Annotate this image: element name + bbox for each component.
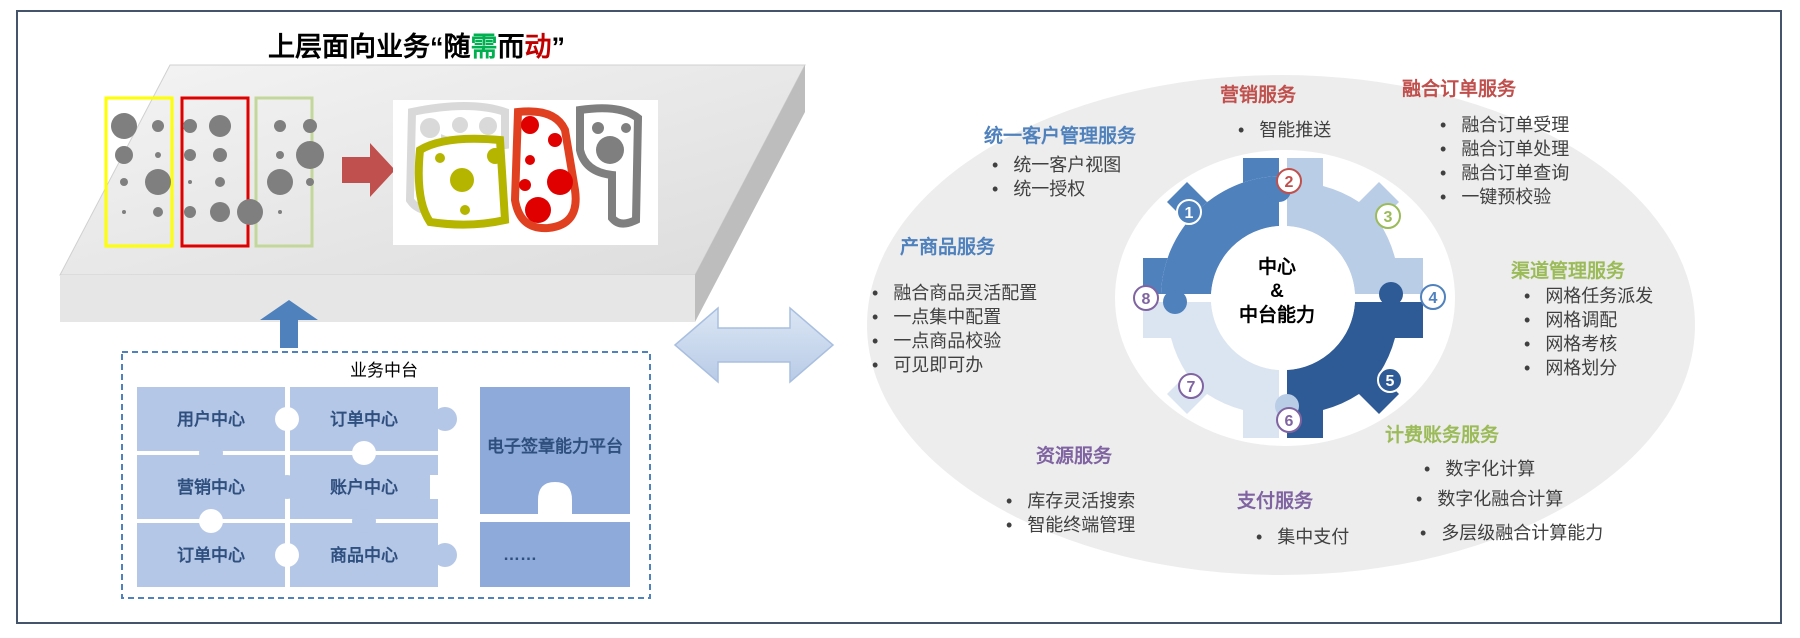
green-column xyxy=(254,96,314,248)
puzzle-more: …… xyxy=(503,545,537,564)
svg-text:• 一键预校验: • 一键预校验 xyxy=(1440,187,1551,207)
gear-number-5: 5 xyxy=(1386,373,1395,390)
yellow-column xyxy=(104,96,174,248)
svg-text:• 库存灵活搜索: • 库存灵活搜索 xyxy=(1006,491,1135,511)
gear-numbers: 1 2 3 4 5 6 7 8 xyxy=(1133,168,1446,433)
svg-text:• 融合订单查询: • 融合订单查询 xyxy=(1440,163,1569,183)
transform-arrow-icon xyxy=(342,143,395,197)
svg-text:• 融合商品灵活配置: • 融合商品灵活配置 xyxy=(872,283,1037,303)
svg-text:• 融合订单处理: • 融合订单处理 xyxy=(1440,139,1569,159)
service-resource: 资源服务 • 库存灵活搜索 • 智能终端管理 xyxy=(1006,444,1135,535)
gear-number-7: 7 xyxy=(1187,379,1196,396)
svg-text:• 多层级融合计算能力: • 多层级融合计算能力 xyxy=(1420,523,1603,543)
svg-text:统一客户管理服务: 统一客户管理服务 xyxy=(984,124,1137,147)
svg-text:• 融合订单受理: • 融合订单受理 xyxy=(1440,115,1569,135)
gear-number-6: 6 xyxy=(1285,413,1294,430)
svg-text:• 可见即可办: • 可见即可办 xyxy=(872,355,983,375)
svg-text:• 网格任务派发: • 网格任务派发 xyxy=(1524,286,1653,306)
puzzle-order-center-2: 订单中心 xyxy=(177,545,245,565)
svg-text:• 统一客户视图: • 统一客户视图 xyxy=(992,155,1121,175)
svg-text:• 数字化融合计算: • 数字化融合计算 xyxy=(1416,489,1563,509)
service-channel: 渠道管理服务 • 网格任务派发 • 网格调配 • 网格考核 • 网格划分 xyxy=(1511,259,1653,378)
svg-text:• 数字化计算: • 数字化计算 xyxy=(1424,459,1535,479)
service-product: 产商品服务 • 融合商品灵活配置 • 一点集中配置 • 一点商品校验 • 可见即… xyxy=(872,235,1037,375)
svg-text:• 一点商品校验: • 一点商品校验 xyxy=(872,331,1001,351)
svg-text:• 网格调配: • 网格调配 xyxy=(1524,310,1617,330)
service-marketing: 营销服务 • 智能推送 xyxy=(1220,83,1331,140)
center-label-line2: & xyxy=(1270,281,1284,302)
svg-text:营销服务: 营销服务 xyxy=(1220,83,1297,106)
service-unified-customer: 统一客户管理服务 • 统一客户视图 • 统一授权 xyxy=(984,124,1137,199)
service-payment: 支付服务 • 集中支付 xyxy=(1236,489,1349,547)
svg-text:• 集中支付: • 集中支付 xyxy=(1256,527,1349,547)
up-arrow-icon xyxy=(260,300,318,332)
puzzle-product-center: 商品中心 xyxy=(330,545,398,565)
gear-number-1: 1 xyxy=(1185,205,1194,222)
service-fused-order: 融合订单服务 • 融合订单受理 • 融合订单处理 • 融合订单查询 • 一键预校… xyxy=(1402,77,1569,207)
dot-grid xyxy=(104,96,324,248)
center-label-line3: 中台能力 xyxy=(1239,303,1315,326)
double-arrow-icon xyxy=(673,306,835,384)
svg-text:• 网格划分: • 网格划分 xyxy=(1524,358,1617,378)
grouped-blobs xyxy=(393,100,658,245)
service-billing: 计费账务服务 • 数字化计算 • 数字化融合计算 • 多层级融合计算能力 xyxy=(1385,423,1603,543)
center-label-line1: 中心 xyxy=(1258,255,1296,278)
svg-text:产商品服务: 产商品服务 xyxy=(900,235,996,258)
svg-text:计费账务服务: 计费账务服务 xyxy=(1385,423,1500,446)
svg-text:• 智能推送: • 智能推送 xyxy=(1238,120,1331,140)
puzzle-user-center: 用户中心 xyxy=(177,409,245,429)
svg-text:• 智能终端管理: • 智能终端管理 xyxy=(1006,515,1135,535)
puzzle-account-center: 账户中心 xyxy=(330,477,398,497)
gear-number-3: 3 xyxy=(1384,209,1393,226)
center-gear xyxy=(1143,158,1423,438)
svg-text:• 网格考核: • 网格考核 xyxy=(1524,334,1617,354)
svg-text:• 一点集中配置: • 一点集中配置 xyxy=(872,307,1001,327)
svg-text:• 统一授权: • 统一授权 xyxy=(992,179,1085,199)
svg-text:资源服务: 资源服务 xyxy=(1036,444,1113,467)
gear-number-8: 8 xyxy=(1142,291,1151,308)
svg-text:支付服务: 支付服务 xyxy=(1236,489,1314,512)
page-title: 上层面向业务“随需而动” xyxy=(268,31,565,62)
red-column xyxy=(180,96,250,248)
middle-platform-label: 业务中台 xyxy=(350,361,418,380)
puzzle-esign-platform: 电子签章能力平台 xyxy=(487,436,623,456)
puzzle-order-center: 订单中心 xyxy=(330,409,398,429)
gear-number-2: 2 xyxy=(1285,174,1294,191)
svg-text:渠道管理服务: 渠道管理服务 xyxy=(1511,259,1626,282)
puzzle-grid xyxy=(137,387,630,587)
svg-text:融合订单服务: 融合订单服务 xyxy=(1402,77,1517,100)
puzzle-marketing-center: 营销中心 xyxy=(177,477,245,497)
outer-frame xyxy=(16,10,1782,624)
gear-number-4: 4 xyxy=(1429,290,1438,307)
